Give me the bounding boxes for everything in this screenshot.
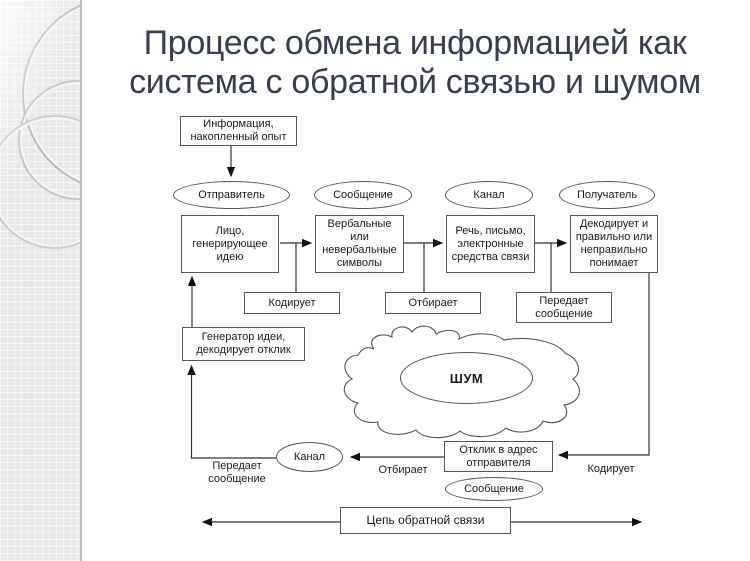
receiver-box: Декодирует и правильно или неправильно п…	[570, 215, 658, 273]
bottom-select-label: Отбирает	[378, 463, 428, 476]
receiver-ellipse: Получатель	[559, 181, 655, 209]
arrow-channel-to-generator	[187, 364, 276, 459]
bottom-channel-ellipse: Канал	[276, 442, 343, 472]
channel-ellipse: Канал	[445, 181, 533, 209]
channel-box: Речь, письмо, электронные средства связи	[446, 215, 535, 273]
arrow-receiver-to-response	[557, 273, 650, 460]
bottom-message-ellipse: Сообщение	[445, 477, 543, 501]
response-box: Отклик в адрес отправителя	[444, 441, 553, 472]
idea-generator-box: Генератор идеи, декодирует отклик	[182, 327, 305, 361]
transmit-label-box: Передает сообщение	[516, 292, 612, 323]
sender-box: Лицо, генерирующее идею	[181, 215, 279, 273]
message-ellipse: Сообщение	[314, 181, 412, 209]
noise-ellipse: ШУМ	[400, 352, 533, 404]
message-box: Вербальные или невербальные символы	[315, 215, 404, 273]
slide-title-line-2: система с обратной связью и шумом	[129, 63, 701, 101]
sender-ellipse: Отправитель	[173, 181, 290, 209]
decorative-side-strip	[0, 0, 82, 561]
bottom-encode-label: Кодирует	[587, 462, 635, 475]
slide-title-line-1: Процесс обмена информацией как	[143, 24, 687, 62]
feedback-chain-box: Цепь обратной связи	[340, 507, 511, 534]
select-label-box: Отбирает	[385, 292, 481, 314]
bottom-transmit-label: Передает сообщение	[208, 460, 266, 485]
encode-label-box: Кодирует	[244, 292, 340, 314]
decorative-sheen	[0, 0, 80, 220]
slide-title: Процесс обмена информацией как система с…	[85, 24, 745, 102]
info-source-box: Информация, накопленный опыт	[180, 116, 297, 146]
